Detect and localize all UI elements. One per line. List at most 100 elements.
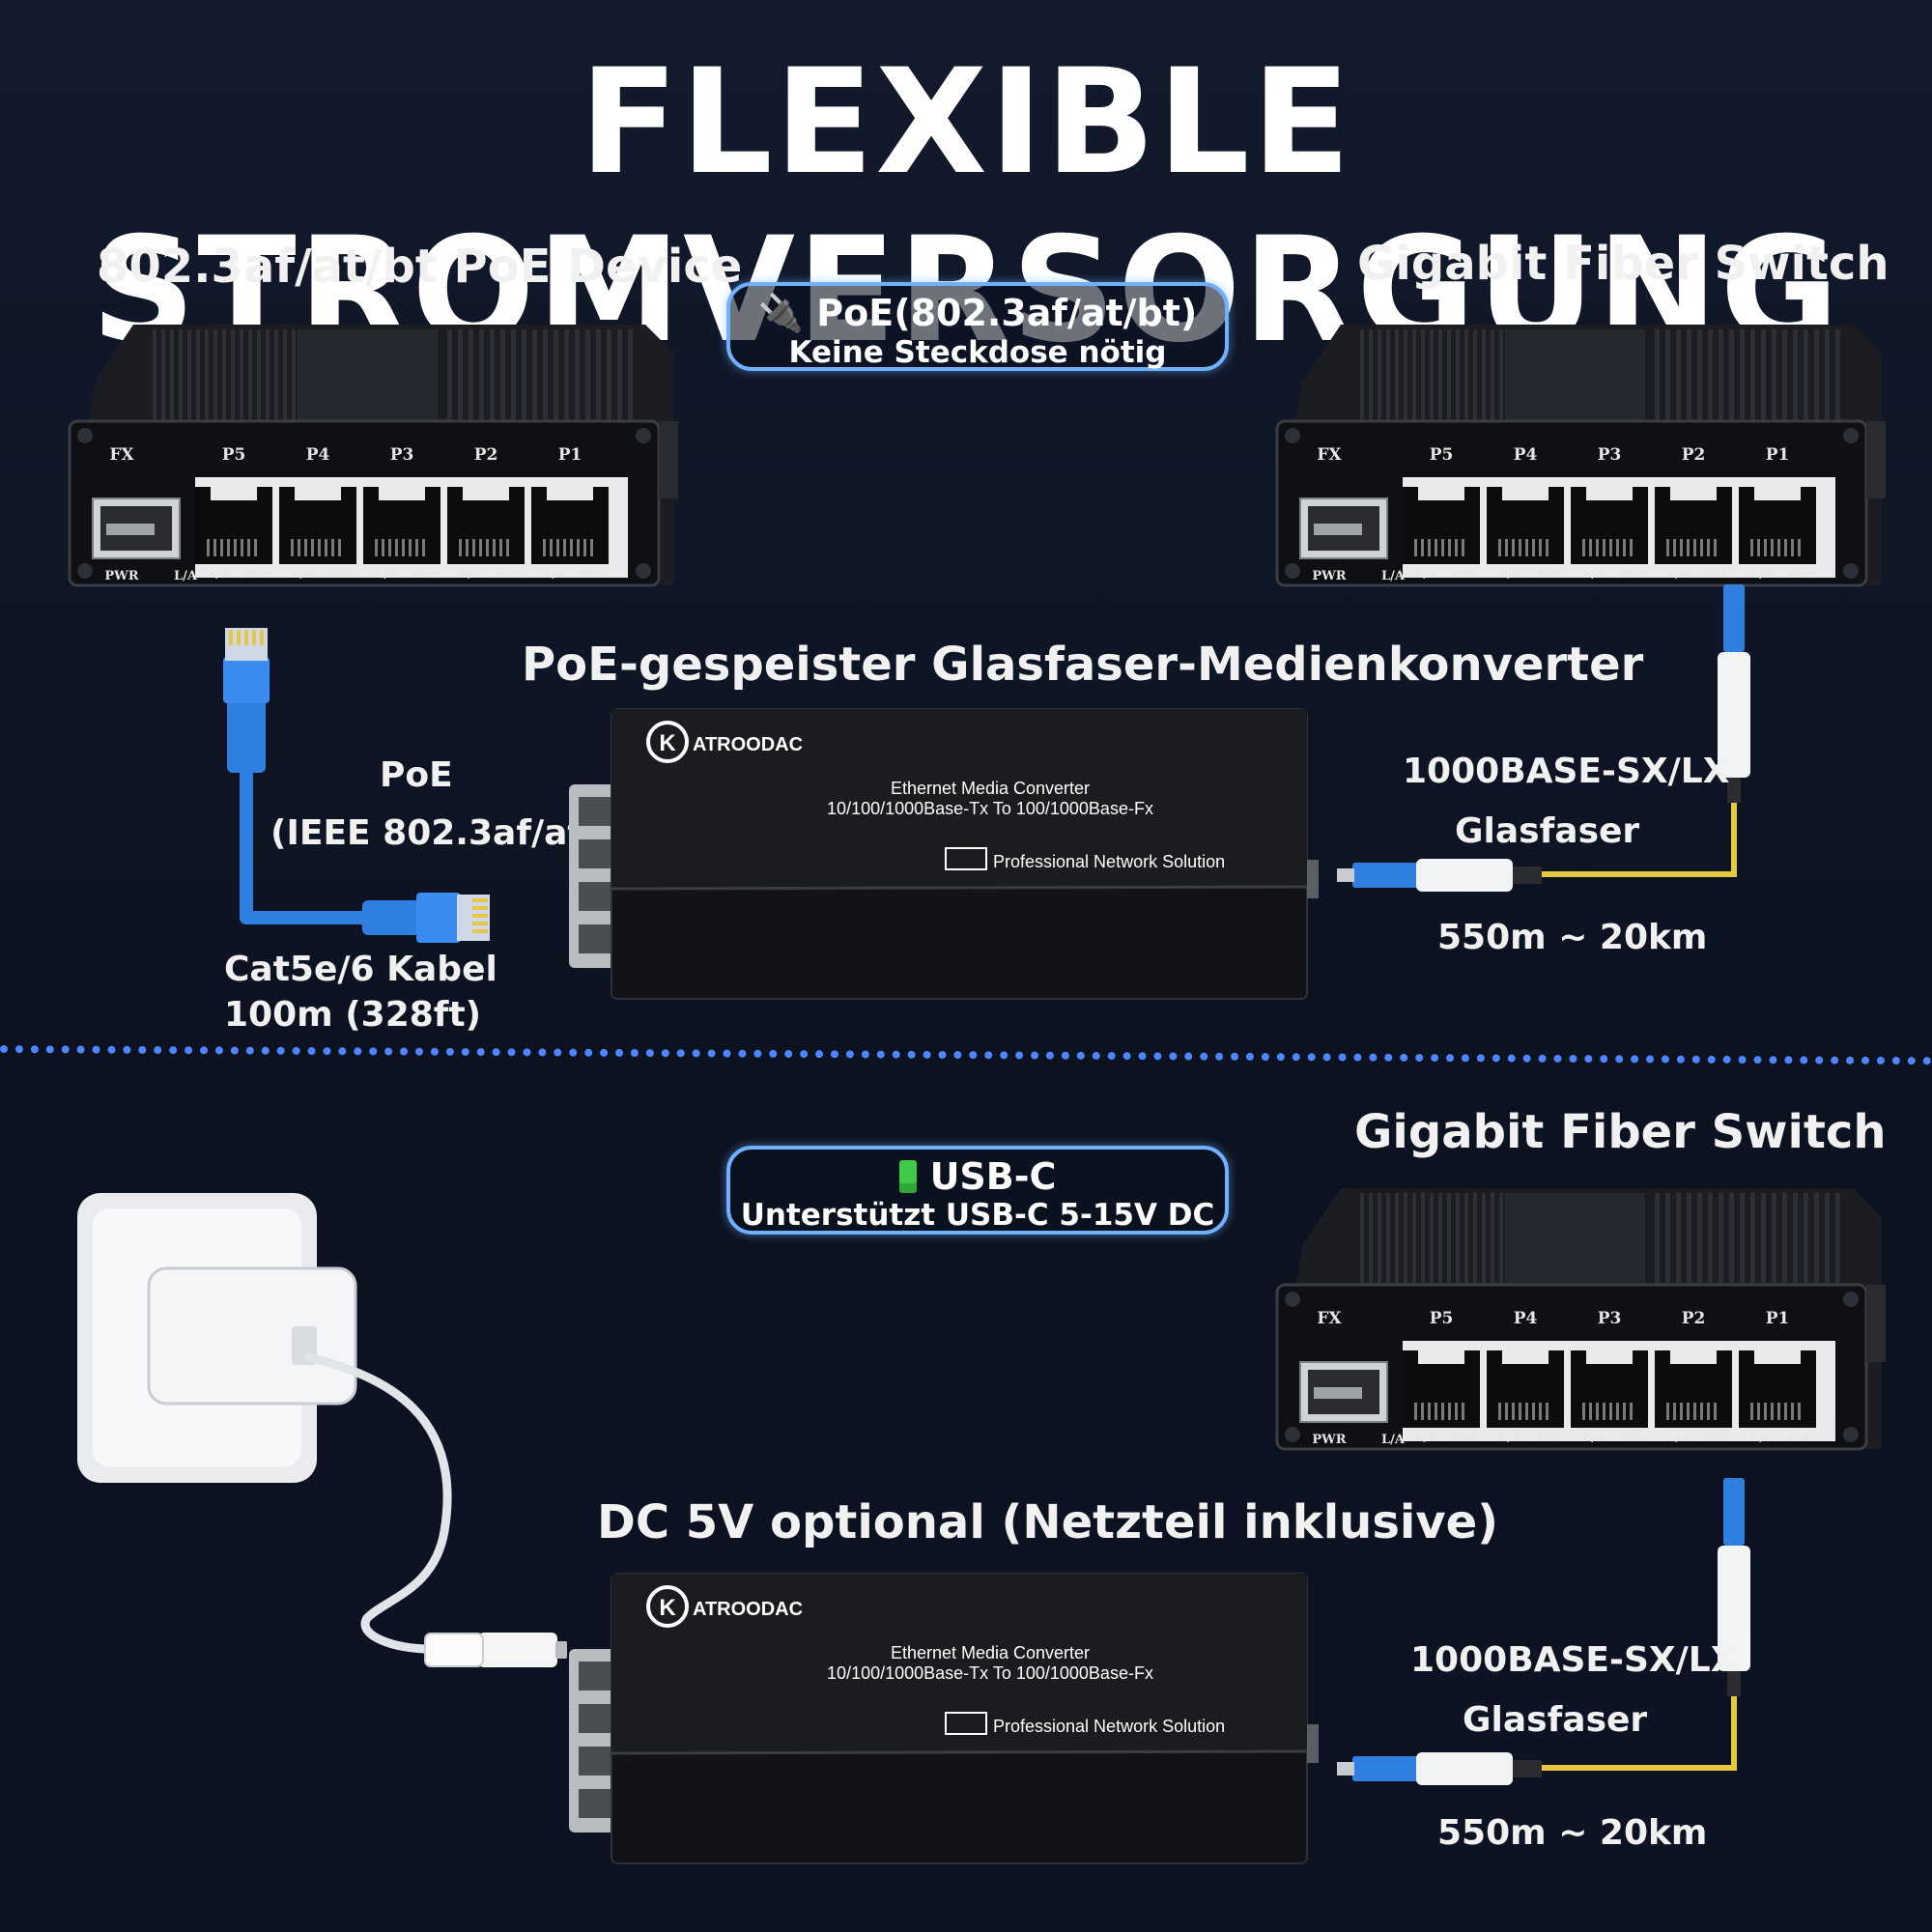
- poe-led-label: PoE: [1788, 567, 1813, 581]
- fiber-distance-label-top: 550m ~ 20km: [1437, 918, 1708, 957]
- la-led-label: L/A: [1499, 567, 1521, 581]
- port-label-p2: P2: [1682, 445, 1706, 465]
- fiber-port: [1307, 860, 1319, 898]
- screw: [1285, 1427, 1300, 1442]
- screw: [1285, 1292, 1300, 1307]
- poe-led-label: PoE: [1620, 1431, 1645, 1444]
- poe-led-label: PoE: [1452, 1431, 1477, 1444]
- screw: [1843, 563, 1859, 579]
- fx-port-label: FX: [1317, 445, 1342, 465]
- poe-label: PoE: [380, 755, 453, 795]
- converter-tagline: Professional Network Solution: [993, 1717, 1225, 1736]
- la-led-label: L/A: [1499, 1431, 1521, 1444]
- pwr-led-label: PWR: [1312, 569, 1346, 583]
- screw: [77, 563, 93, 579]
- poe-led-label: PoE: [244, 567, 270, 581]
- cable-type-label: Cat5e/6 Kabel: [224, 950, 497, 989]
- la-led-label: L/A: [1381, 1433, 1406, 1447]
- fiber-type-label-bottom: 1000BASE-SX/LX: [1410, 1640, 1738, 1680]
- la-led-label: L/A: [1415, 567, 1437, 581]
- port-label-p3: P3: [1598, 1309, 1622, 1328]
- converter-heading-bottom: DC 5V optional (Netzteil inklusive): [597, 1495, 1499, 1549]
- poe-led-label: PoE: [581, 567, 606, 581]
- poe-led-label: PoE: [1452, 567, 1477, 581]
- converter-model-line: Ethernet Media Converter: [891, 1643, 1090, 1662]
- port-label-p3: P3: [390, 445, 414, 465]
- port-label-p1: P1: [558, 445, 582, 465]
- fiber-port: [1307, 1724, 1319, 1763]
- bottom-switch-label: Gigabit Fiber Switch: [1354, 1105, 1887, 1159]
- battery-icon: [898, 1160, 917, 1193]
- fiber-type-label-top: 1000BASE-SX/LX: [1403, 752, 1730, 791]
- la-led-label: L/A: [1381, 569, 1406, 583]
- badge-subtitle: Unterstützt USB-C 5-15V DC: [740, 1198, 1215, 1233]
- brand-logo-letter: K: [659, 1595, 676, 1621]
- fiber-distance-label-bottom: 550m ~ 20km: [1437, 1813, 1708, 1853]
- fiber-label-bottom: Glasfaser: [1463, 1700, 1648, 1740]
- port-label-p4: P4: [1514, 1309, 1538, 1328]
- la-led-label: L/A: [174, 569, 198, 583]
- port-label-p2: P2: [474, 445, 498, 465]
- ethernet-cable: [223, 628, 490, 943]
- plug-icon: 🔌: [757, 292, 817, 334]
- lc-connector-blue: [1352, 1756, 1420, 1781]
- network-icon: [945, 1712, 987, 1735]
- poe-led-label: PoE: [328, 567, 354, 581]
- la-led-label: L/A: [1583, 1431, 1605, 1444]
- screw: [1285, 563, 1300, 579]
- section-divider: [0, 1045, 1932, 1065]
- poe-led-label: PoE: [1704, 1431, 1729, 1444]
- converter-spec-line: 10/100/1000Base-Tx To 100/1000Base-Fx: [827, 799, 1153, 818]
- screw: [1843, 428, 1859, 443]
- poe-led-label: PoE: [1704, 567, 1729, 581]
- la-led-label: L/A: [292, 567, 314, 581]
- screw: [77, 428, 93, 443]
- lc-connector-boot: [1416, 1752, 1513, 1785]
- lc-connector-boot: [1718, 1546, 1750, 1671]
- fx-port-label: FX: [109, 445, 134, 465]
- poe-led-label: PoE: [497, 567, 522, 581]
- top-switch-label: Gigabit Fiber Switch: [1357, 237, 1889, 291]
- port-label-p5: P5: [222, 445, 246, 465]
- cable-length-label: 100m (328ft): [224, 995, 482, 1035]
- lc-connector-boot: [1718, 652, 1750, 778]
- la-led-label: L/A: [1751, 1431, 1774, 1444]
- poe-device-label: 802.3af/at/bt PoE Device: [97, 240, 743, 294]
- fiber-cable-top: [1337, 584, 1750, 892]
- port-label-p5: P5: [1430, 1309, 1454, 1328]
- port-label-p2: P2: [1682, 1309, 1706, 1328]
- screw: [636, 428, 651, 443]
- lc-connector-blue: [1723, 1478, 1745, 1546]
- usbc-badge: USB-C Unterstützt USB-C 5-15V DC: [726, 1146, 1229, 1235]
- la-led-label: L/A: [376, 567, 398, 581]
- media-converter-bottom: K ATROODAC Ethernet Media Converter10/100/…: [569, 1573, 1319, 1864]
- lc-connector-boot: [1416, 859, 1513, 892]
- converter-tagline: Professional Network Solution: [993, 852, 1225, 871]
- converter-model-line: Ethernet Media Converter: [891, 779, 1090, 798]
- port-label-p3: P3: [1598, 445, 1622, 465]
- poe-led-label: PoE: [412, 567, 438, 581]
- poe-led-label: PoE: [1620, 567, 1645, 581]
- la-led-label: L/A: [544, 567, 566, 581]
- network-icon: [945, 847, 987, 870]
- port-label-p4: P4: [306, 445, 330, 465]
- fiber-cable-bottom: [1337, 1478, 1750, 1785]
- lc-connector-blue: [1352, 863, 1420, 888]
- lc-connector-blue: [1723, 584, 1745, 652]
- fx-port-label: FX: [1317, 1309, 1342, 1328]
- poe-led-label: PoE: [1536, 1431, 1561, 1444]
- brand-logo: [646, 1585, 689, 1628]
- la-led-label: L/A: [1667, 567, 1690, 581]
- brand-name: ATROODAC: [693, 1599, 803, 1620]
- la-led-label: L/A: [1583, 567, 1605, 581]
- la-led-label: L/A: [460, 567, 482, 581]
- port-label-p5: P5: [1430, 445, 1454, 465]
- pwr-led-label: PWR: [1312, 1433, 1346, 1447]
- converter-spec-line: 10/100/1000Base-Tx To 100/1000Base-Fx: [827, 1663, 1153, 1683]
- brand-name: ATROODAC: [693, 734, 803, 755]
- badge-title: PoE(802.3af/at/bt): [816, 292, 1198, 334]
- badge-subtitle: Keine Steckdose nötig: [788, 335, 1167, 370]
- la-led-label: L/A: [1415, 1431, 1437, 1444]
